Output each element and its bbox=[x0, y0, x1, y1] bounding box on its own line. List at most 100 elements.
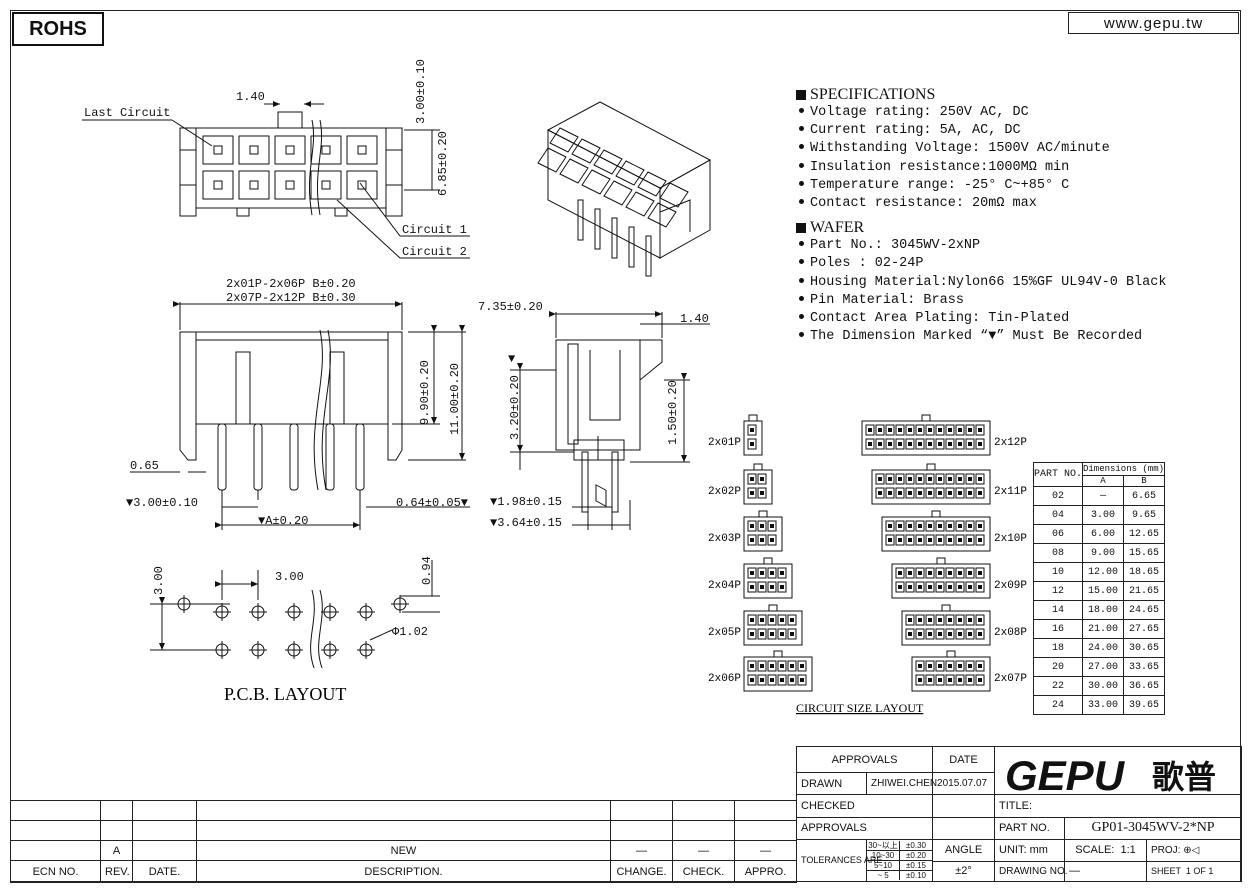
circuit-cell bbox=[885, 424, 895, 436]
circuit-cell bbox=[895, 567, 905, 579]
dim-140-side: 1.40 bbox=[680, 312, 709, 326]
circuit-cell bbox=[925, 424, 935, 436]
circuit-cell bbox=[925, 628, 935, 640]
circuit-cell bbox=[747, 581, 757, 593]
circuit-cell bbox=[965, 660, 975, 672]
circuit-cell bbox=[945, 567, 955, 579]
proj-label: PROJ: bbox=[1151, 844, 1181, 856]
circuit-cell bbox=[797, 660, 807, 672]
circuit-cell bbox=[757, 628, 767, 640]
circuit-cell bbox=[975, 660, 985, 672]
iso-cavity bbox=[571, 138, 601, 164]
col-b-header: B bbox=[1122, 475, 1166, 487]
pcb-layout bbox=[150, 560, 440, 669]
dim-marker: ▼ bbox=[508, 352, 516, 366]
col-dims-header: Dimensions (mm) bbox=[1082, 462, 1165, 476]
specifications-item: Voltage rating: 250V AC, DC bbox=[796, 104, 1166, 122]
circuit-cell bbox=[905, 581, 915, 593]
tol-range: ~ 5 bbox=[867, 870, 901, 880]
circuit-cell bbox=[757, 581, 767, 593]
circuit-cell bbox=[965, 520, 975, 532]
circuit-cell bbox=[925, 614, 935, 626]
iso-pin bbox=[577, 199, 584, 241]
iso-pin bbox=[594, 208, 601, 250]
circuit-cell bbox=[975, 473, 985, 485]
circuit-cell bbox=[965, 581, 975, 593]
specifications-item: Insulation resistance:1000MΩ min bbox=[796, 159, 1166, 177]
circuit-cell bbox=[935, 473, 945, 485]
iso-cavity bbox=[647, 202, 677, 228]
circuit-cell bbox=[925, 438, 935, 450]
circuit-label-2x09P: 2x09P bbox=[994, 580, 1027, 592]
rev-row-desc: NEW bbox=[196, 840, 611, 861]
dim-pitch-top: 1.40 bbox=[236, 90, 265, 104]
circuit-cell bbox=[777, 660, 787, 672]
iso-cavity bbox=[637, 171, 667, 197]
circuit-cell bbox=[767, 534, 777, 546]
circuit-cell bbox=[935, 567, 945, 579]
specifications-item: Contact resistance: 20mΩ max bbox=[796, 195, 1166, 213]
top-view-connector bbox=[179, 111, 403, 217]
scale-value: 1:1 bbox=[1120, 844, 1136, 857]
circuit-cell bbox=[955, 520, 965, 532]
circuit-cell bbox=[885, 534, 895, 546]
front-pin bbox=[289, 423, 299, 491]
sheet-label: SHEET bbox=[1151, 866, 1181, 877]
dim-b-large: 2x07P-2x12P B±0.30 bbox=[226, 291, 356, 305]
wafer-item: The Dimension Marked “▼” Must Be Recorde… bbox=[796, 328, 1166, 346]
circuit-cell bbox=[895, 581, 905, 593]
circuit-cell bbox=[747, 614, 757, 626]
tol-range: 30~以上 bbox=[867, 840, 901, 850]
circuit-cell bbox=[915, 660, 925, 672]
wafer-item: Pin Material: Brass bbox=[796, 292, 1166, 310]
contact-square bbox=[321, 180, 331, 190]
date-header: DATE bbox=[932, 745, 996, 774]
circuit-cell bbox=[955, 628, 965, 640]
circuit-cell bbox=[935, 674, 945, 686]
cavity-cell bbox=[238, 170, 270, 200]
title-label: TITLE: bbox=[994, 794, 1243, 818]
contact-square bbox=[213, 145, 223, 155]
cavity-cell bbox=[346, 135, 378, 165]
revision-block: A NEW ——— ECN NO.REV.DATE.DESCRIPTION.CH… bbox=[10, 800, 797, 883]
circuit-label-2x01P: 2x01P bbox=[708, 437, 741, 449]
specifications-block: SPECIFICATIONS Voltage rating: 250V AC, … bbox=[796, 86, 1166, 346]
iso-cavity bbox=[659, 182, 689, 208]
circuit-label-2x11P: 2x11P bbox=[994, 486, 1027, 498]
circuit-cell bbox=[747, 674, 757, 686]
circuit-cell bbox=[965, 473, 975, 485]
dim-150: 1.50±0.20 bbox=[666, 380, 680, 445]
scale-label: SCALE: bbox=[1075, 844, 1115, 857]
col-a-header: A bbox=[1082, 475, 1124, 487]
drawn-name: ZHIWEI.CHEN bbox=[865, 772, 937, 796]
circuit-cell bbox=[747, 628, 757, 640]
circuit-cell bbox=[777, 628, 787, 640]
pcb-hole-dia: Φ1.02 bbox=[392, 625, 428, 639]
circuit-cell bbox=[935, 424, 945, 436]
dim-width-top: 6.85±0.20 bbox=[436, 131, 450, 196]
wafer-item: Part No.: 3045WV-2xNP bbox=[796, 237, 1166, 255]
checked-label: CHECKED bbox=[795, 794, 934, 818]
circuit-1-label: Circuit 1 bbox=[402, 223, 467, 237]
circuit-cell bbox=[945, 581, 955, 593]
circuit-label-2x08P: 2x08P bbox=[994, 627, 1027, 639]
circuit-cell bbox=[757, 473, 767, 485]
contact-square bbox=[285, 145, 295, 155]
circuit-cell bbox=[955, 660, 965, 672]
cavity-cell bbox=[238, 135, 270, 165]
isometric-connector bbox=[537, 101, 712, 507]
circuit-cell bbox=[885, 473, 895, 485]
specifications-item: Current rating: 5A, AC, DC bbox=[796, 122, 1166, 140]
circuit-size-title: CIRCUIT SIZE LAYOUT bbox=[796, 701, 924, 715]
iso-cavity bbox=[603, 180, 633, 206]
dim-735: 7.35±0.20 bbox=[478, 300, 543, 314]
tol-range: 10~30 bbox=[867, 850, 901, 860]
circuit-cell bbox=[965, 438, 975, 450]
circuit-cell bbox=[945, 614, 955, 626]
iso-cavity bbox=[625, 191, 655, 217]
tol-range: 5~10 bbox=[867, 860, 901, 870]
